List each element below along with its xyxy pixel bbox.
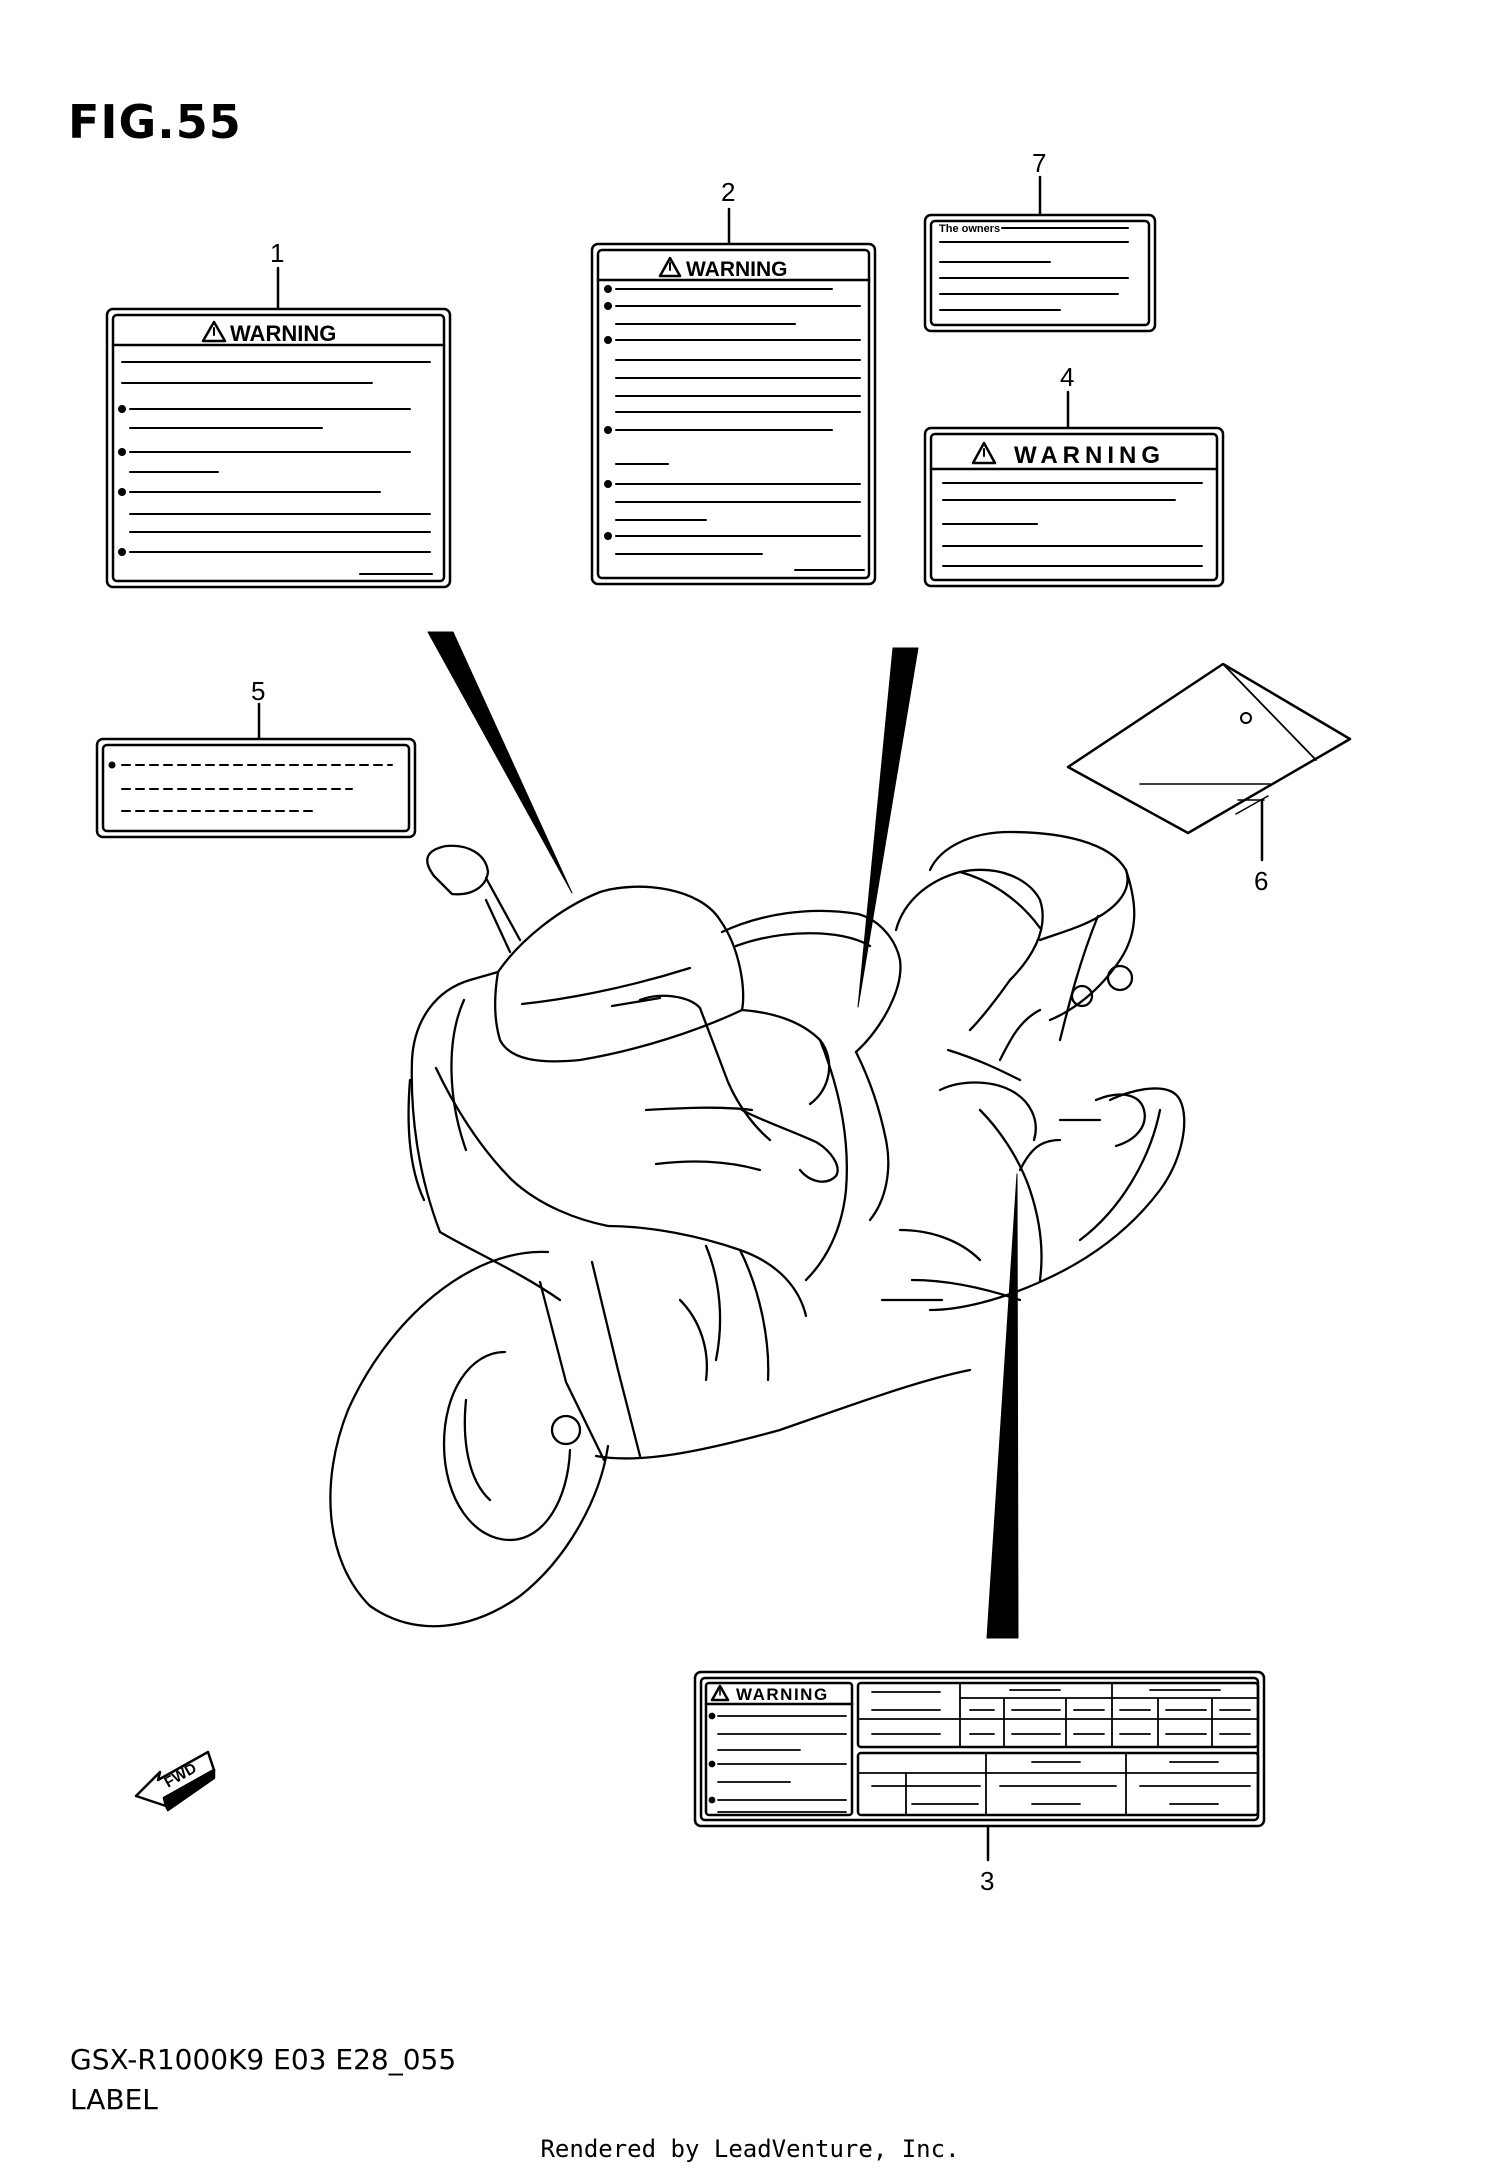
warning-triangle-icon	[658, 256, 682, 278]
warning-triangle-icon	[710, 1684, 730, 1702]
label-4: 4 WARNING	[923, 362, 1225, 588]
leader-label-3	[986, 1173, 1019, 1639]
label-2: 2 WARNING	[590, 177, 877, 586]
callout-6: 6	[1254, 866, 1268, 896]
callout-1: 1	[270, 238, 284, 268]
warning-triangle-icon	[971, 441, 997, 465]
manual-6: 6	[1066, 662, 1352, 896]
owners-caption: The owners	[939, 223, 1000, 235]
warning-title: WARNING	[736, 1685, 829, 1704]
callout-3: 3	[980, 1866, 994, 1896]
leader-label-1	[427, 631, 573, 894]
figure-title: FIG.55	[68, 95, 242, 149]
label-5: 5	[95, 676, 417, 839]
label-7: 7 The owners	[923, 148, 1157, 333]
leader-label-2	[857, 647, 919, 1008]
callout-2: 2	[721, 177, 735, 207]
warning-title: WARNING	[686, 258, 788, 281]
callout-4: 4	[1060, 362, 1074, 392]
warning-title: WARNING	[1014, 442, 1165, 469]
warning-triangle-icon	[201, 320, 227, 343]
label-1: 1 WARNING	[105, 238, 452, 589]
callout-5: 5	[251, 676, 265, 706]
render-credit: Rendered by LeadVenture, Inc.	[540, 2135, 960, 2163]
diagram-name: LABEL	[70, 2083, 158, 2116]
motorcycle-illustration	[329, 830, 1186, 1628]
diagram-code: GSX-R1000K9 E03 E28_055	[70, 2043, 457, 2076]
callout-7: 7	[1032, 148, 1046, 178]
label-3: 3 WARNING	[693, 1670, 1266, 1896]
forward-arrow-icon: FWD	[134, 1750, 216, 1812]
warning-title: WARNING	[230, 321, 336, 346]
